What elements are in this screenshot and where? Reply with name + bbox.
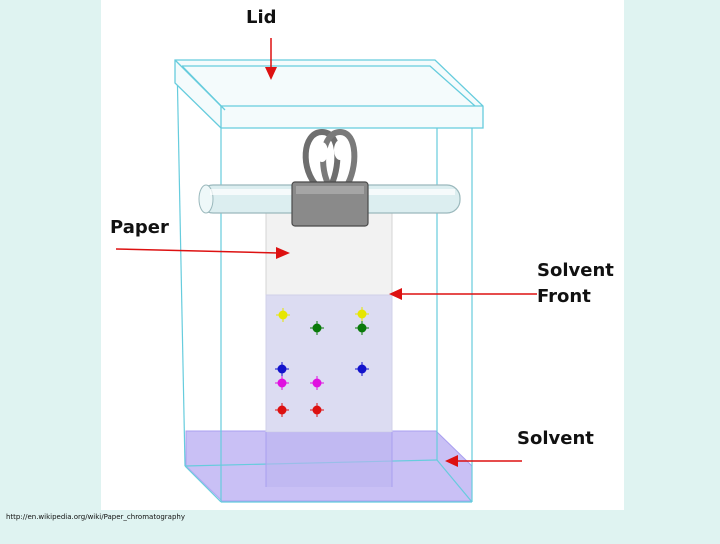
spot-blue [275,362,289,376]
solvent-arrow [445,455,522,467]
paper-label: Paper [110,217,169,238]
spot-magenta [310,376,324,390]
solvent-label: Solvent [517,428,594,449]
solvent-front-arrow [389,288,537,300]
lid-label: Lid [246,7,277,28]
paper-strip [265,204,393,487]
spot-red [310,403,324,417]
lid-arrow [265,38,277,80]
spot-yellow [355,307,369,321]
solvent-front-label-line1: Solvent [537,260,614,281]
paper-arrow [115,247,290,259]
solvent-front-label-line2: Front [537,286,591,307]
spot-green [355,321,369,335]
dye-spots [275,307,369,417]
spot-magenta [275,376,289,390]
spot-red [275,403,289,417]
binder-clip [291,128,369,227]
spot-blue [355,362,369,376]
lid [174,59,484,129]
spot-yellow [276,308,290,322]
source-caption: http://en.wikipedia.org/wiki/Paper_chrom… [6,513,185,521]
spot-green [310,321,324,335]
